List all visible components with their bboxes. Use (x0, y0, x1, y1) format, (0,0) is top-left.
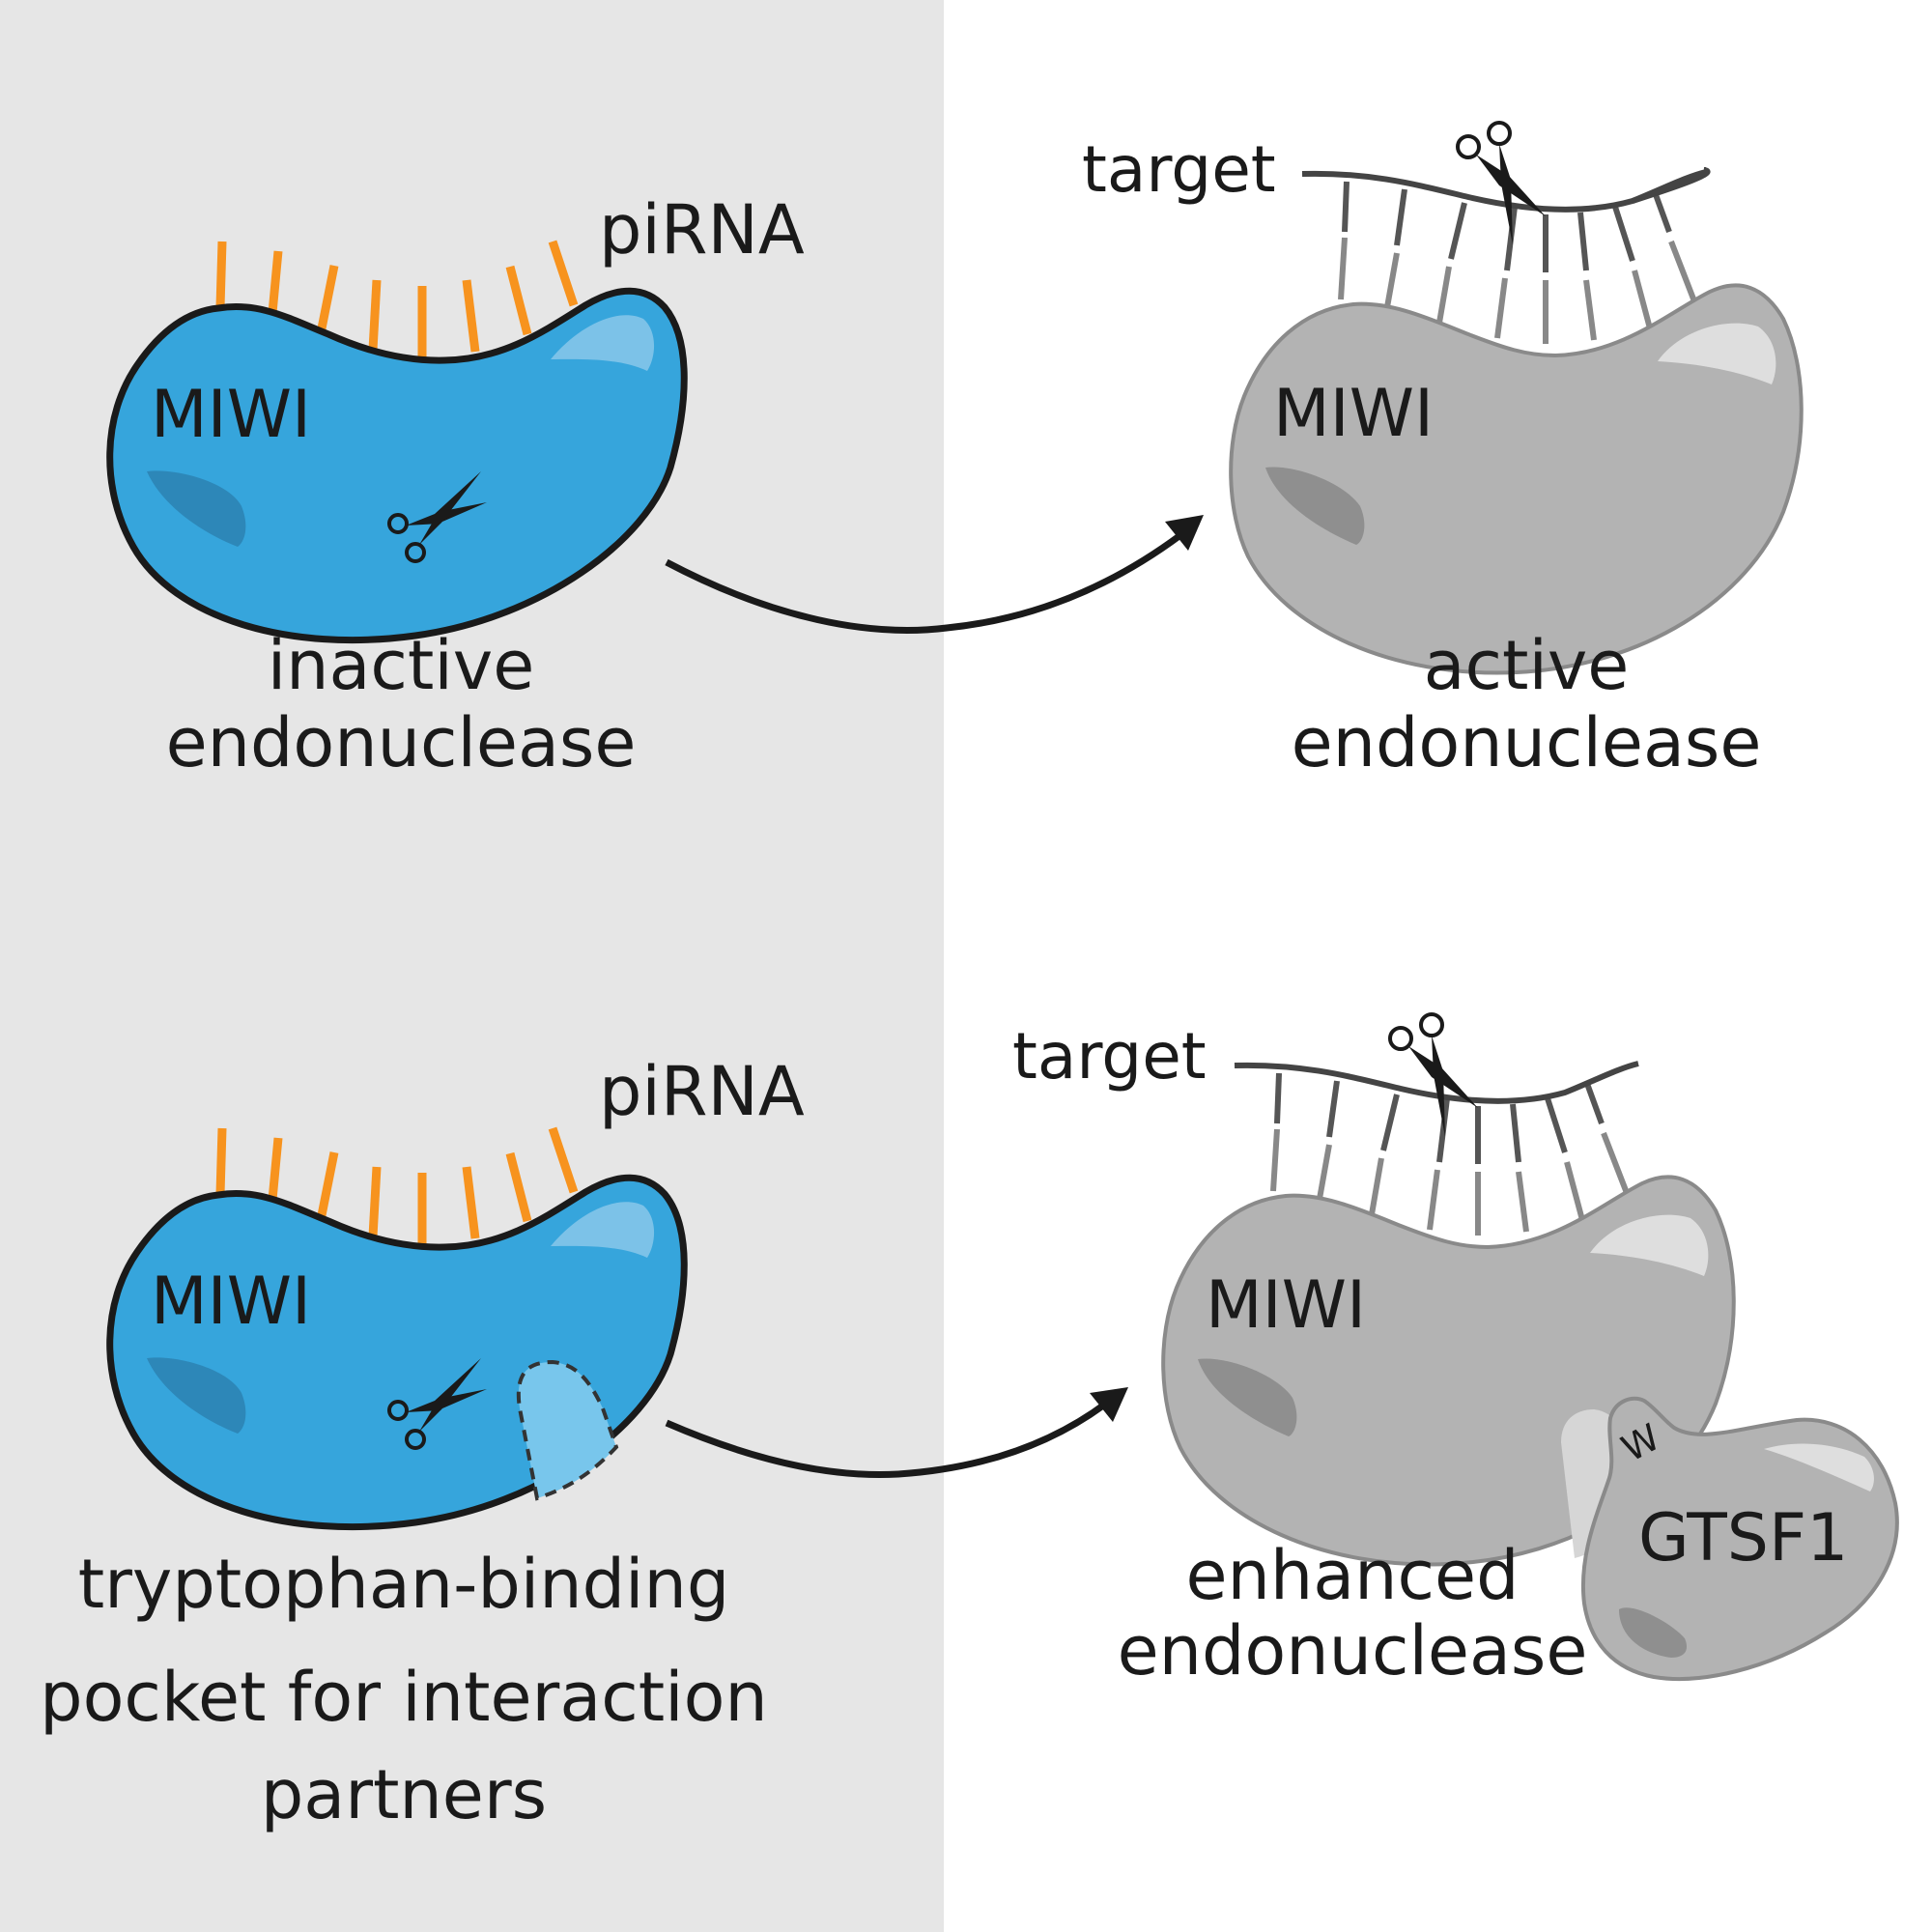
transition-arrow-bottom (665, 1387, 1128, 1478)
rna-label: target (1012, 1019, 1207, 1094)
panel-bottom-left: MIWI piRNA (106, 1052, 805, 1531)
panel-top-right: MIWI target active endonuclease (1082, 121, 1804, 782)
protein-shadow (1198, 1358, 1297, 1436)
caption-line-1: active (1424, 626, 1630, 705)
protein-shadow (147, 1357, 246, 1434)
panel-bottom-right: MIWI W GTSF1 target enhanced endonucleas… (1012, 1012, 1899, 1690)
transition-arrow-top (665, 515, 1204, 634)
protein-highlight (551, 1202, 655, 1258)
target-rna-strand (1234, 1061, 1639, 1104)
caption-line-3: partners (261, 1755, 547, 1834)
protein-label: MIWI (151, 377, 311, 453)
caption-line-1: enhanced (1185, 1536, 1519, 1615)
curved-arrow-icon (665, 1400, 1110, 1478)
protein-highlight (1658, 323, 1776, 384)
miwi-protein-active (1229, 283, 1804, 675)
protein-shadow (1265, 467, 1365, 545)
curved-arrow-icon (665, 532, 1183, 634)
target-rna-duplex (1301, 167, 1711, 344)
caption-line-1: inactive (268, 626, 535, 705)
partner-protein-label: GTSF1 (1638, 1500, 1848, 1577)
rna-label: target (1082, 132, 1276, 207)
target-rna-duplex (1234, 1061, 1639, 1236)
caption-line-2: endonuclease (166, 703, 637, 782)
rna-label: piRNA (599, 1052, 805, 1131)
arrow-head (1090, 1387, 1128, 1422)
protein-highlight (1590, 1214, 1709, 1276)
pirna-strand (215, 1126, 579, 1246)
protein-highlight (1764, 1443, 1874, 1492)
protein-highlight (551, 315, 655, 371)
caption-line-2: endonuclease (1118, 1611, 1588, 1690)
tryptophan-binding-pocket (516, 1359, 619, 1501)
rna-label: piRNA (599, 190, 805, 270)
caption-line-2: endonuclease (1292, 703, 1762, 782)
caption-line-2: pocket for interaction (40, 1658, 768, 1737)
protein-shadow (147, 470, 246, 547)
pirna-strand (215, 240, 579, 359)
base-pair-lines (1270, 1072, 1630, 1236)
miwi-protein-inactive (106, 287, 688, 644)
protein-label: MIWI (1273, 376, 1434, 452)
caption-line-1: tryptophan-binding (78, 1545, 730, 1624)
protein-shadow (1619, 1607, 1688, 1658)
panel-top-left: MIWI piRNA inactive endonuclease (106, 190, 805, 782)
arrow-head (1165, 515, 1204, 551)
protein-label: MIWI (1206, 1267, 1366, 1344)
base-pair-lines (1338, 181, 1697, 344)
target-rna-strand (1301, 167, 1711, 213)
protein-label: MIWI (151, 1264, 311, 1340)
